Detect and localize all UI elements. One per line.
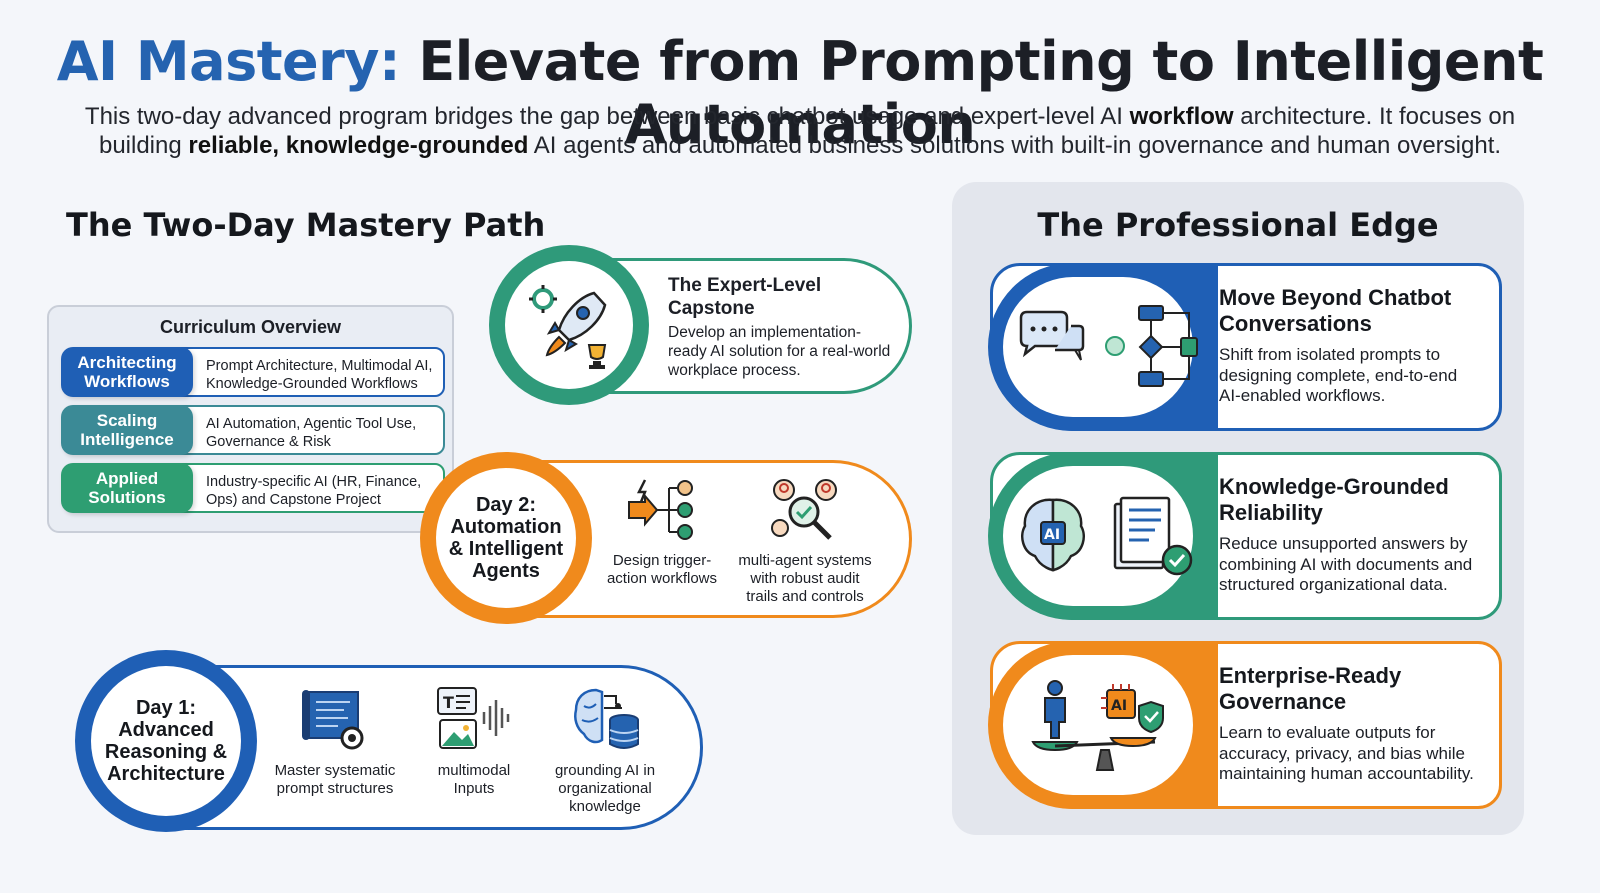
rocket-icon [529, 285, 607, 369]
professional-edge-heading: The Professional Edge [1037, 206, 1439, 244]
intro-text: This two-day advanced program bridges th… [84, 103, 1130, 130]
svg-text:T: T [443, 693, 454, 712]
blueprint-icon [302, 690, 364, 750]
curriculum-row: Prompt Architecture, Multimodal AI,Knowl… [61, 347, 445, 397]
mastery-path-heading: The Two-Day Mastery Path [66, 206, 546, 244]
capstone-desc: Develop an implementation-ready AI solut… [668, 324, 891, 379]
multimodal-icon: T [437, 687, 510, 749]
curriculum-title: Curriculum Overview [159, 317, 342, 337]
capstone-circle [505, 261, 633, 389]
curriculum-overview: Curriculum Overview Prompt Architecture,… [47, 305, 454, 533]
day2-item-label: Design trigger-action workflows [606, 552, 718, 587]
curriculum-desc: Industry-specific AI (HR, Finance,Ops) a… [156, 463, 445, 513]
svg-text:AI: AI [1111, 698, 1127, 714]
trigger-workflow-icon [628, 479, 693, 540]
balance-scale-icon: AI [1031, 680, 1164, 771]
page-title: AI Mastery: Elevate from Prompting to In… [0, 30, 1600, 156]
brain-database-icon [574, 688, 639, 749]
curriculum-row: Industry-specific AI (HR, Finance,Ops) a… [61, 463, 445, 513]
curriculum-desc: Prompt Architecture, Multimodal AI,Knowl… [156, 347, 445, 397]
intro-text: architecture. It focuses on [1233, 103, 1516, 130]
capstone-ring [489, 245, 649, 405]
curriculum-row: AI Automation, Agentic Tool Use,Governan… [61, 405, 445, 455]
title-accent: AI Mastery: [56, 30, 401, 93]
chat-to-flowchart-icon [1019, 305, 1198, 387]
intro-bold: workflow [1129, 103, 1234, 130]
intro-text: AI agents and automated business solutio… [528, 132, 1502, 159]
intro-paragraph: This two-day advanced program bridges th… [60, 102, 1540, 160]
intro-bold: reliable, knowledge-grounded [188, 132, 529, 159]
intro-text: building [98, 132, 189, 159]
multi-agent-icon [771, 479, 837, 540]
curriculum-desc: AI Automation, Agentic Tool Use,Governan… [156, 405, 445, 455]
svg-text:AI: AI [1044, 527, 1060, 543]
ai-brain-documents-icon: AI [1021, 496, 1193, 576]
title-rest: Elevate from Prompting to Intelligent Au… [400, 30, 1544, 156]
